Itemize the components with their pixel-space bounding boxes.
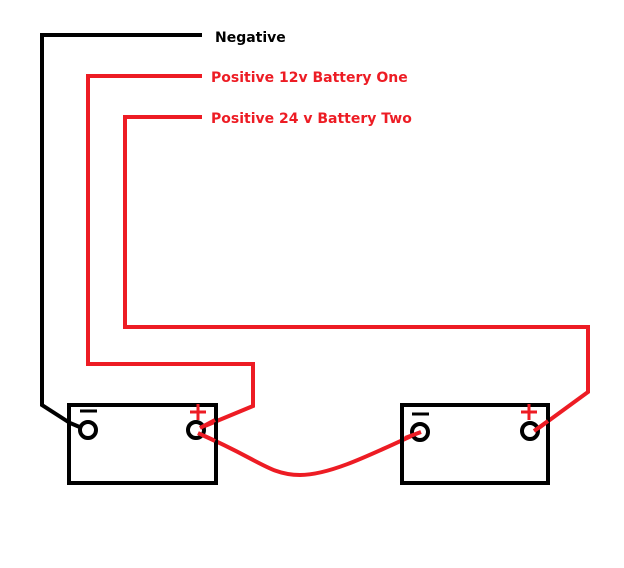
- battery-two-body: [400, 403, 550, 485]
- battery-one-positive-lead-end: [199, 418, 216, 430]
- label-negative: Negative: [215, 30, 286, 46]
- battery-one-negative-terminal: [78, 420, 98, 440]
- positive-24v-wire: [123, 115, 590, 432]
- negative-wire: [40, 33, 202, 430]
- series-jumper-wire: [199, 430, 421, 478]
- positive-12v-wire: [86, 74, 255, 430]
- battery-two-negative-lead-end: [404, 430, 422, 440]
- label-positive-12v: Positive 12v Battery One: [211, 70, 408, 86]
- battery-two: [400, 403, 550, 485]
- battery-two-positive-terminal: [520, 421, 540, 441]
- battery-two-positive-lead-end: [532, 419, 550, 433]
- label-positive-24v: Positive 24 v Battery Two: [211, 111, 412, 127]
- battery-one-body: [67, 403, 218, 485]
- battery-one-series-lead-start: [197, 431, 216, 443]
- battery-one: [67, 403, 218, 485]
